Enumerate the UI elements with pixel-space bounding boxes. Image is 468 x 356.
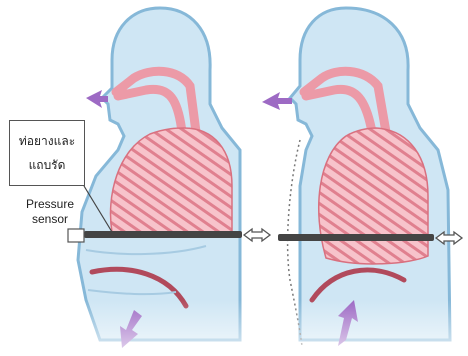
sensor-label-line2: sensor xyxy=(8,212,74,227)
pressure-sensor-label: Pressure sensor xyxy=(8,197,74,227)
left-figure xyxy=(78,8,240,340)
right-figure xyxy=(288,8,450,346)
tube-and-strap-label: ท่อยางและ แถบรัด xyxy=(9,120,85,186)
bottom-fade xyxy=(0,300,468,356)
left-belt xyxy=(84,231,242,238)
right-air-arrow-icon xyxy=(262,92,292,110)
right-lungs xyxy=(319,128,428,264)
pressure-sensor-box xyxy=(68,229,84,242)
tube-label-line1: ท่อยางและ xyxy=(19,129,75,153)
tube-label-line2: แถบรัด xyxy=(29,153,66,177)
sensor-label-line1: Pressure xyxy=(8,197,74,212)
right-belt xyxy=(278,234,434,241)
left-double-arrow-icon xyxy=(244,229,270,241)
left-air-arrow-icon xyxy=(86,90,108,108)
